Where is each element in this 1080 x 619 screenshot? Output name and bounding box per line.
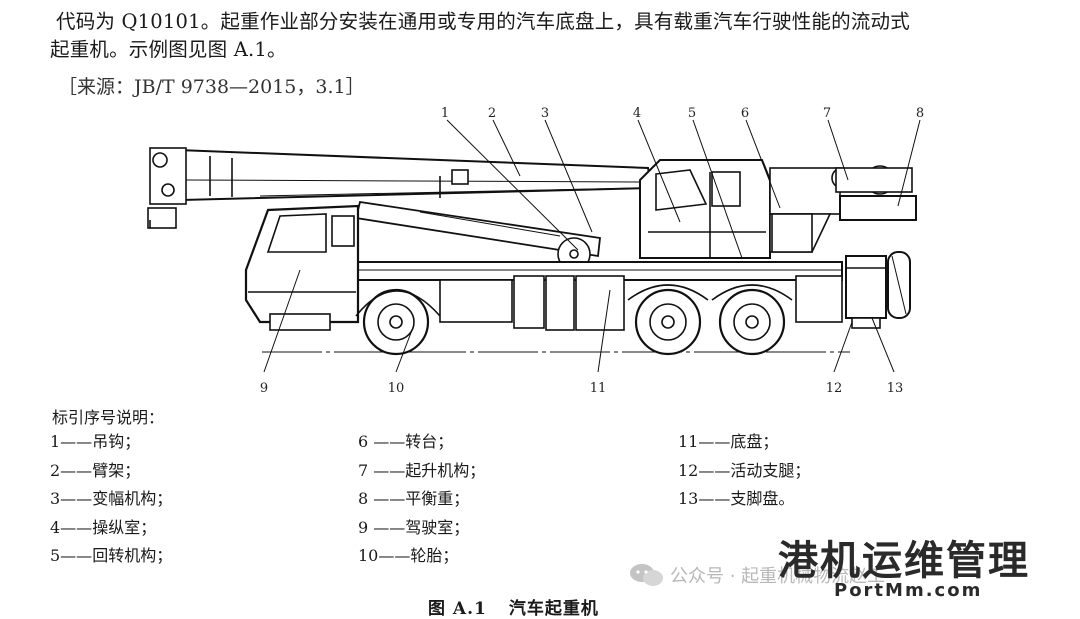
legend-item: 5——回转机构； — [50, 546, 173, 565]
legend-item: 1——吊钩； — [50, 432, 141, 451]
legend-column-2: 6 ——转台； 7 ——起升机构； 8 ——平衡重； 9 ——驾驶室； 10——… — [358, 428, 485, 571]
definition-line-1: 代码为 Q10101。起重作业部分安装在通用或专用的汽车底盘上，具有载重汽车行驶… — [56, 10, 910, 33]
callout-1: 1 — [441, 106, 449, 121]
caption-title: 汽车起重机 — [508, 599, 599, 619]
legend-item: 3——变幅机构； — [50, 489, 173, 508]
legend-item: 8 ——平衡重； — [358, 489, 470, 508]
definition-line-2: 起重机。示例图见图 A.1。 — [50, 38, 287, 61]
callout-10: 10 — [388, 381, 405, 396]
callout-9: 9 — [260, 381, 268, 396]
watermark-brand: 港机运维管理 — [778, 538, 1030, 584]
caption-number: 图 A.1 — [428, 599, 487, 619]
watermark-account: 公众号 · 起重机械物流赵工 — [670, 566, 886, 587]
callout-11: 11 — [590, 381, 607, 396]
legend-item: 2——臂架； — [50, 460, 141, 480]
legend-item: 12——活动支腿； — [678, 460, 811, 480]
legend-column-3: 11——底盘； 12——活动支腿； 13——支脚盘。 — [678, 428, 810, 514]
legend-item: 6 ——转台； — [358, 432, 454, 451]
callout-5: 5 — [688, 106, 696, 121]
legend-item: 10——轮胎； — [358, 546, 459, 565]
callout-6: 6 — [741, 106, 749, 121]
callout-3: 3 — [541, 106, 549, 121]
callout-13: 13 — [887, 381, 904, 396]
legend-item: 9 ——驾驶室； — [358, 517, 470, 537]
legend-item: 13——支脚盘。 — [678, 489, 795, 508]
legend-item: 4——操纵室； — [50, 517, 157, 537]
callout-2: 2 — [488, 106, 496, 121]
legend-item: 7 ——起升机构； — [358, 460, 486, 480]
callout-4: 4 — [633, 106, 641, 121]
callout-8: 8 — [916, 106, 924, 121]
watermark-domain: PortMm.com — [834, 580, 983, 601]
wechat-icon — [630, 564, 663, 586]
figure-caption: 图 A.1 汽车起重机 — [428, 594, 599, 619]
callout-12: 12 — [826, 381, 843, 396]
legend-item: 11——底盘； — [678, 432, 779, 451]
definition-paragraph: 代码为 Q10101。起重作业部分安装在通用或专用的汽车底盘上，具有载重汽车行驶… — [50, 8, 1066, 64]
legend-title: 标引序号说明： — [52, 408, 165, 427]
legend-column-1: 1——吊钩； 2——臂架； 3——变幅机构； 4——操纵室； 5——回转机构； — [50, 428, 172, 571]
callout-7: 7 — [823, 106, 831, 121]
source-citation: ［来源：JB/T 9738—2015，3.1］ — [58, 76, 365, 98]
